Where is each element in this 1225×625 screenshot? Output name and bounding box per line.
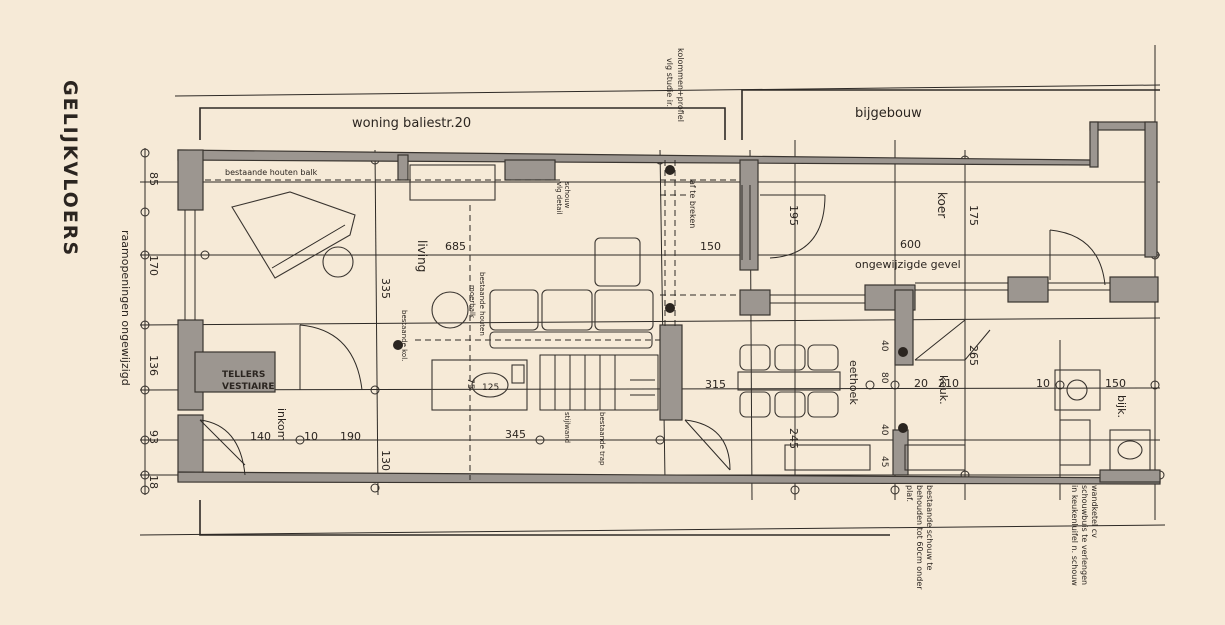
furniture	[231, 164, 1151, 471]
dim-190: 190	[340, 430, 361, 443]
dim-195: 195	[787, 205, 800, 226]
label-existing-column: bestaande kol.	[400, 310, 408, 361]
label-existing-beam: bestaande houten balk	[225, 168, 318, 177]
beams	[205, 160, 740, 480]
doors	[199, 194, 1106, 476]
label-annex: bijgebouw	[855, 106, 922, 121]
label-chimney-detail-2: vlg detail	[555, 182, 563, 214]
label-living: living	[415, 240, 429, 272]
label-existing-stair: bestaande trap	[598, 412, 606, 466]
label-cloakroom: VESTIAIRE	[222, 382, 274, 392]
dim-150a: 150	[700, 240, 721, 253]
dim-20: 20	[914, 377, 928, 390]
dim-685: 685	[445, 240, 466, 253]
label-boiler-2: schouwbuis te verlengen	[1080, 485, 1089, 585]
label-stud-wall: stijlwand	[563, 412, 571, 443]
label-neighbour-house: woning baliestr.20	[352, 116, 471, 131]
label-dining-corner: eethoek	[847, 360, 860, 405]
dim-136: 136	[147, 355, 160, 376]
dim-335: 335	[379, 278, 392, 299]
label-entrance: inkom	[275, 408, 288, 441]
label-pantry: bijk.	[1115, 395, 1128, 418]
label-kitchen: keuk.	[937, 375, 950, 405]
label-boiler-3: in keukenluifel n. schouw	[1070, 485, 1079, 586]
dim-85: 85	[147, 172, 160, 186]
walls	[177, 121, 1161, 485]
dim-125: 125	[482, 383, 499, 393]
dim-93: 93	[147, 430, 160, 444]
dim-265: 265	[967, 345, 980, 366]
label-columns-2: vlg studie ir.	[665, 58, 674, 107]
dim-315: 315	[705, 378, 726, 391]
dim-130: 130	[379, 450, 392, 471]
label-chimney-keep-1: bestaande schouw te	[925, 485, 934, 571]
label-meters: TELLERS	[222, 370, 265, 380]
dim-600: 600	[900, 238, 921, 251]
windows	[741, 185, 1110, 304]
dim-170: 170	[147, 255, 160, 276]
label-to-break-1: af te breken	[688, 180, 697, 228]
label-window-openings: raamopeningen ongewijzigd	[119, 230, 132, 386]
label-yard: koer	[935, 192, 949, 218]
label-chimney-keep-3: plaf.	[905, 485, 914, 502]
grid-markers	[140, 148, 1165, 495]
dim-140: 140	[250, 430, 271, 443]
dim-10a: 10	[304, 430, 318, 443]
dim-10b: 10	[1036, 377, 1050, 390]
dimension-labels: 685 150 600 195 175 85 170 136 93 18 335…	[147, 172, 1126, 489]
label-chimney-keep-2: behouden tot 60cm onder	[915, 485, 924, 590]
neighbour-boundary	[199, 89, 1160, 536]
columns	[393, 165, 908, 433]
dim-40b: 40	[879, 424, 889, 436]
dim-175: 175	[967, 205, 980, 226]
label-existing-wood-2: moerbalk	[468, 285, 476, 319]
plan-title: GELIJKVLOERS	[59, 80, 81, 257]
label-existing-wood-1: bestaande houten	[478, 272, 486, 336]
dim-45: 45	[879, 456, 889, 467]
room-labels: woning baliestr.20 bijgebouw bestaande h…	[119, 48, 1128, 590]
dim-345: 345	[505, 428, 526, 441]
dim-75: 75	[465, 378, 475, 389]
dim-40a: 40	[879, 340, 889, 352]
dim-245: 245	[787, 428, 800, 449]
label-columns-1: kolommen+profiel	[676, 48, 685, 122]
label-chimney-detail-1: schouw	[563, 182, 571, 209]
dim-150b: 150	[1105, 377, 1126, 390]
dim-210: 210	[938, 377, 959, 390]
dim-18: 18	[147, 475, 160, 489]
label-boiler-1: wandketel cv	[1090, 485, 1099, 538]
label-facade-unchanged: ongewijzigde gevel	[855, 258, 961, 271]
dim-80: 80	[879, 372, 889, 384]
